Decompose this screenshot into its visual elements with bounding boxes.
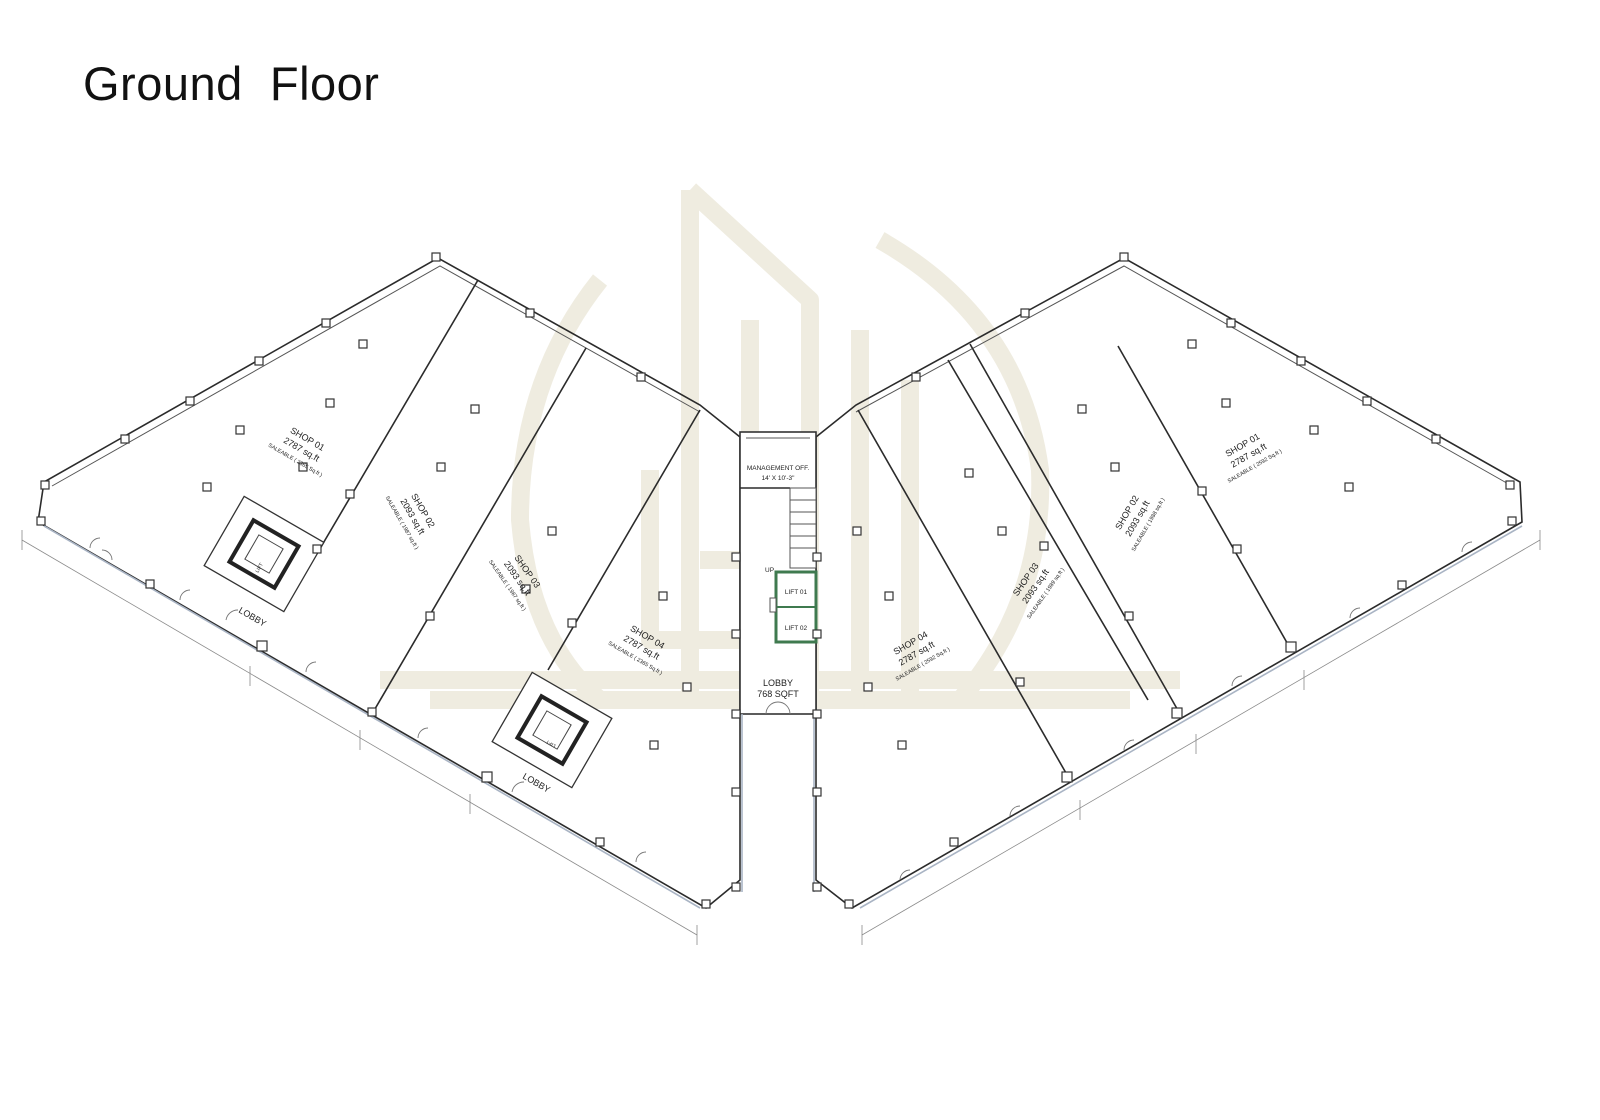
management-office-label: MANAGEMENT OFF.: [747, 465, 810, 472]
right-shop-01-label: SHOP 01 2787 sq.ft SALEABLE ( 2592 Sq.ft…: [1224, 431, 1284, 484]
left-lift-2-label: LIFT: [545, 738, 557, 748]
stair-up-label: UP: [765, 567, 774, 574]
left-wing: [21, 257, 741, 945]
right-wing-outer-wall: [815, 257, 1523, 909]
management-office-size: 14' X 10'-3": [762, 475, 796, 482]
left-lobby-2-label: LOBBY: [521, 771, 552, 795]
left-lift-core-1: [203, 495, 325, 613]
lift-01-label: LIFT 01: [785, 589, 808, 596]
core-lobby-area: 768 SQFT: [757, 689, 799, 699]
page-title: Ground Floor: [83, 57, 380, 110]
left-lift-1-label: LIFT: [255, 562, 265, 574]
left-shop-02-label: SHOP 02 2093 sq.ft SALEABLE ( 1987 sq.ft…: [384, 492, 437, 551]
structural-columns: [36, 252, 1517, 909]
left-lift-core-2: [491, 671, 613, 789]
lift-02-label: LIFT 02: [785, 625, 808, 632]
right-wing: [815, 257, 1541, 945]
right-wing-doors: [899, 541, 1473, 881]
core-lobby-label: LOBBY: [763, 678, 793, 688]
right-shop-02-label: SHOP 02 2093 sq.ft SALEABLE ( 1988 sq.ft…: [1113, 494, 1166, 553]
left-lobby-1-label: LOBBY: [237, 605, 268, 629]
central-core: [739, 431, 818, 892]
left-wing-doors: [89, 537, 647, 863]
